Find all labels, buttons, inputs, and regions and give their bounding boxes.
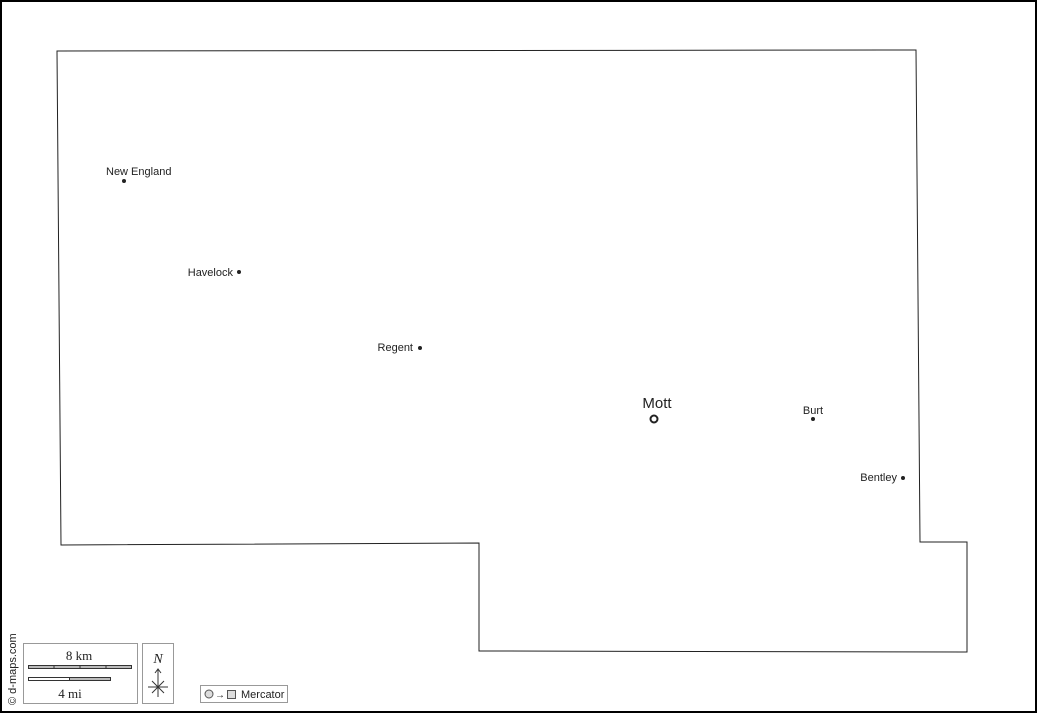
north-arrow: N — [142, 643, 174, 704]
place-dot-burt — [811, 417, 815, 421]
place-label-bentley: Bentley — [860, 472, 897, 484]
scale-bar: 8 km 4 mi — [23, 643, 138, 704]
place-label-new-england: New England — [106, 166, 171, 178]
credit-text: © d-maps.com — [7, 633, 19, 705]
scale-mi-label: 4 mi — [58, 686, 82, 701]
place-label-burt: Burt — [803, 405, 823, 417]
place-label-regent: Regent — [378, 342, 413, 354]
place-label-havelock: Havelock — [188, 267, 234, 279]
scale-km-label: 8 km — [66, 648, 92, 663]
svg-text:→: → — [215, 690, 225, 701]
place-dot-new-england — [122, 179, 126, 183]
north-label: N — [152, 652, 163, 667]
place-dot-regent — [418, 346, 422, 350]
place-seat-icon-mott — [649, 414, 659, 424]
county-boundary — [56, 49, 968, 653]
projection-legend: → Mercator — [200, 685, 288, 703]
place-label-mott: Mott — [642, 395, 672, 412]
projection-label: Mercator — [241, 689, 285, 701]
place-dot-bentley — [901, 476, 905, 480]
place-dot-havelock — [237, 270, 241, 274]
